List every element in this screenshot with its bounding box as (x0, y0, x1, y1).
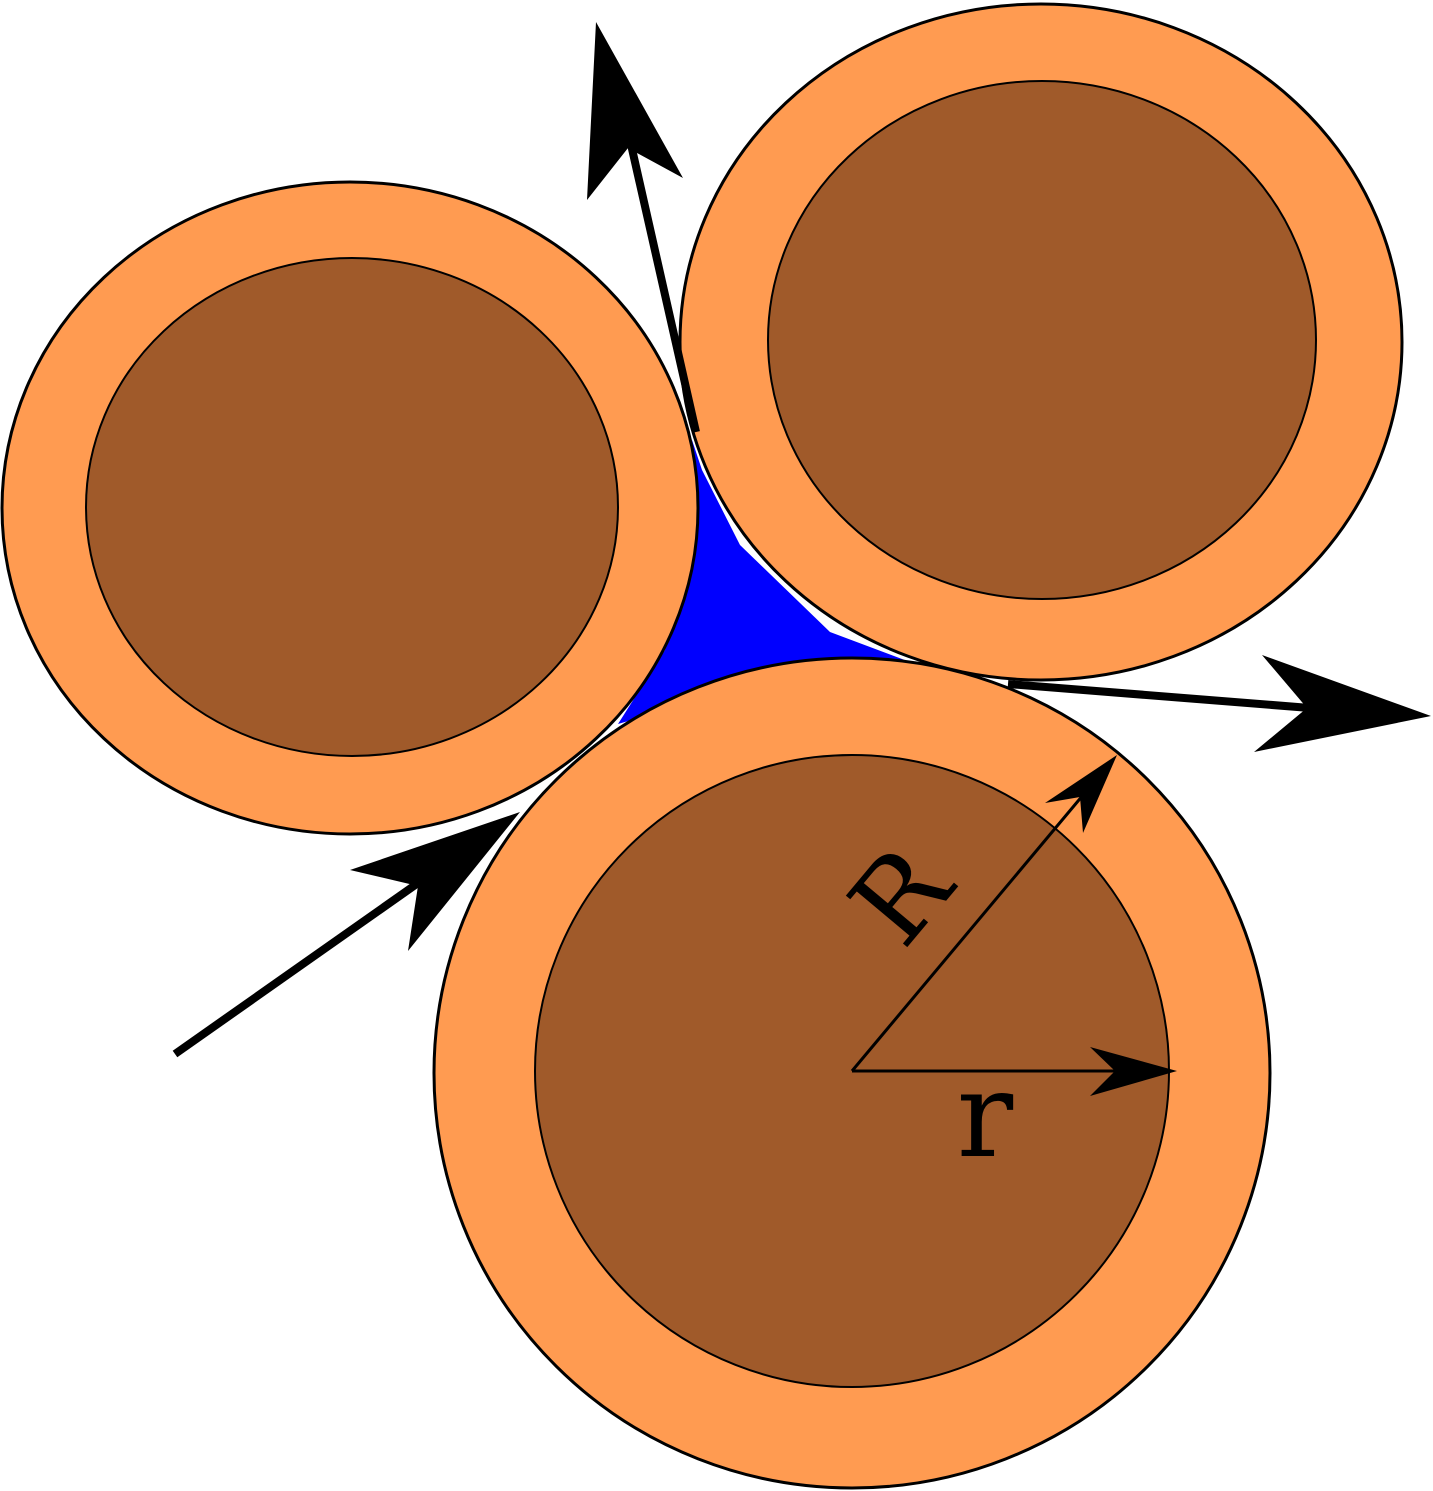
particle-top-left-inner-core (85, 257, 619, 757)
flow-arrow-right-head (1254, 655, 1431, 752)
flow-arrow-up-shaft (626, 139, 700, 433)
flow-arrow-inlet-head (350, 812, 520, 951)
flow-arrow-inlet-shaft (172, 853, 458, 1058)
outer-radius-line (850, 769, 1106, 1072)
inner-radius-label: r (957, 1046, 1014, 1184)
particle-top-left (0, 180, 700, 836)
particle-top-right-inner-core (767, 80, 1317, 600)
flow-arrow-up-head (587, 22, 683, 200)
outer-radius-arrowhead (1045, 755, 1117, 833)
flow-arrow-up (587, 22, 700, 433)
flow-arrow-right (1007, 655, 1431, 752)
inner-radius-arrowhead (1090, 1047, 1177, 1096)
particle-top-right (678, 2, 1404, 682)
flow-arrow-right-shaft (1007, 680, 1311, 712)
flow-arrow-inlet (172, 812, 520, 1058)
